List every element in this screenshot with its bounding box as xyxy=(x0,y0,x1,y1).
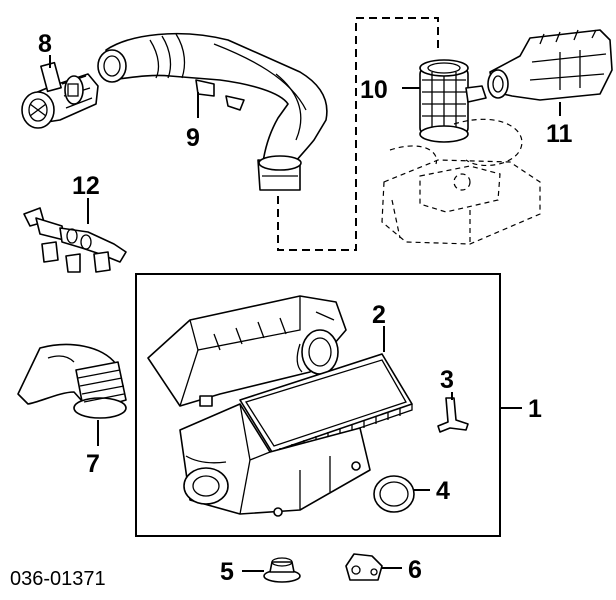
part-7-elbow-hose xyxy=(17,343,127,419)
part-4-o-ring xyxy=(373,475,415,513)
part-8-airflow-sensor xyxy=(21,61,99,129)
part-9-intake-duct xyxy=(97,32,328,191)
dashed-bracket-9-10 xyxy=(277,17,439,251)
part-12-sensor xyxy=(23,207,127,273)
part-air-cleaner-lid xyxy=(147,295,347,407)
assembly-frame xyxy=(135,273,501,537)
callout-8: 8 xyxy=(38,30,52,58)
callout-4: 4 xyxy=(436,477,450,505)
part-10-airflow-meter xyxy=(419,59,487,143)
callout-1: 1 xyxy=(528,395,542,423)
catalog-number: 036-01371 xyxy=(10,568,106,590)
part-5-grommet xyxy=(263,557,301,583)
part-11-intake-connector xyxy=(487,29,613,101)
callout-12: 12 xyxy=(72,172,100,200)
part-6-mount xyxy=(345,553,383,581)
callout-9: 9 xyxy=(186,124,200,152)
callout-5: 5 xyxy=(220,558,234,586)
callout-2: 2 xyxy=(372,301,386,329)
callout-6: 6 xyxy=(408,556,422,584)
callout-11: 11 xyxy=(546,120,573,148)
engine-outline-ghost xyxy=(381,118,541,245)
part-3-clip xyxy=(437,397,469,433)
callout-7: 7 xyxy=(86,450,100,478)
callout-10: 10 xyxy=(360,76,388,104)
callout-3: 3 xyxy=(440,366,454,394)
part-air-cleaner-case xyxy=(179,403,371,517)
